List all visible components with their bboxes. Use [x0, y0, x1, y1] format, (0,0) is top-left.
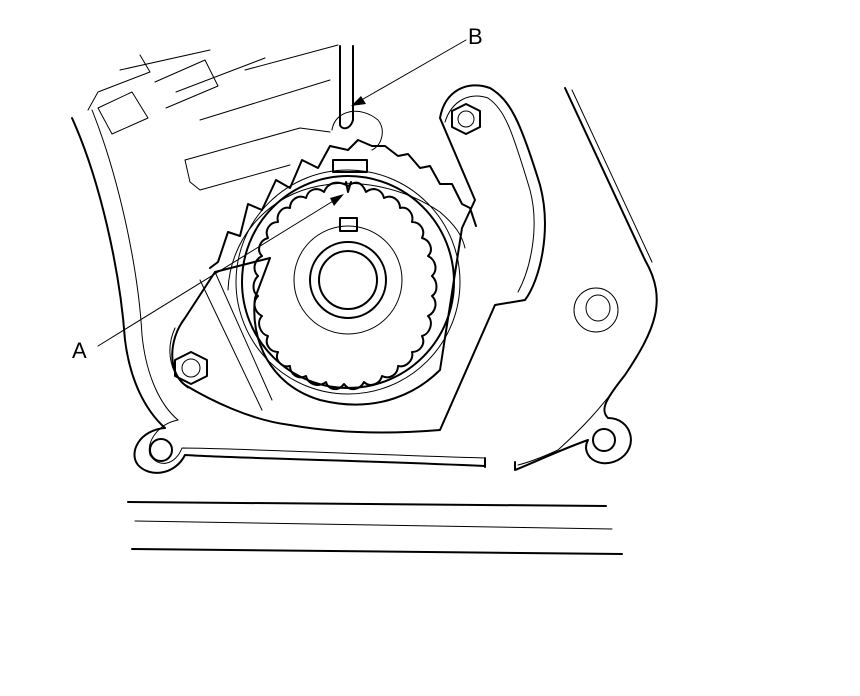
upper-cover-ribs — [97, 44, 339, 191]
arrow-b-icon — [351, 96, 366, 106]
lower-cover-bottom — [133, 419, 486, 474]
left-mount-hole — [149, 438, 173, 462]
right-mount-hole — [592, 428, 616, 452]
right-boss-hole — [585, 294, 611, 322]
right-cover-section — [514, 87, 658, 471]
tensioner-bolt-top — [451, 103, 481, 135]
callout-a: A — [72, 338, 87, 363]
base-lines — [127, 501, 623, 555]
tensioner-plate — [169, 84, 546, 434]
cover-timing-mark — [332, 159, 368, 173]
leader-a — [97, 194, 344, 347]
callout-b: B — [468, 24, 483, 49]
leader-b — [351, 39, 467, 106]
arrow-a-icon — [330, 194, 344, 206]
sprocket-timing-mark — [345, 181, 352, 193]
crank-sprocket — [235, 169, 461, 395]
engine-block-left-outline — [71, 49, 211, 429]
timing-marks — [332, 159, 368, 193]
pointer-tool — [331, 45, 383, 151]
sprocket-hub — [293, 217, 403, 335]
keyway-mark — [339, 217, 358, 232]
tensioner-bolt-bottom — [174, 351, 208, 385]
